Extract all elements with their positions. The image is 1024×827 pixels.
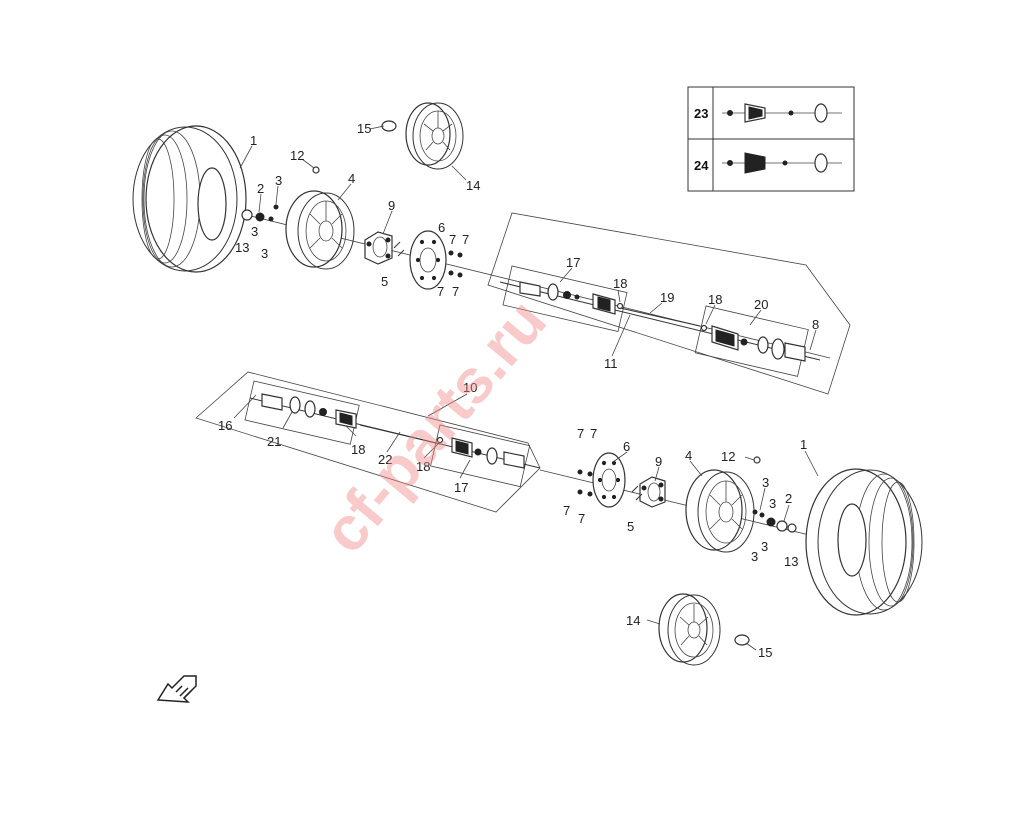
top-brake-disc — [409, 230, 447, 290]
bot-hub — [639, 476, 666, 508]
bot-washer-icon — [752, 509, 758, 515]
legend-box: 23 24 — [687, 86, 855, 192]
top-small-bolt-icon-2 — [457, 252, 463, 258]
bot-valve-icon — [753, 456, 761, 464]
callout-bot-tire: 1 — [800, 437, 807, 452]
top-tire — [132, 125, 247, 273]
callout-rear-clip-a: 18 — [351, 442, 365, 457]
callout-top-pin: 13 — [235, 240, 249, 255]
callout-bot-washer-b: 3 — [769, 496, 776, 511]
callout-top-spare-rim: 14 — [466, 178, 480, 193]
rear-drive-shaft — [249, 393, 541, 469]
callout-top-bolt-a: 7 — [449, 232, 456, 247]
callout-bot-bolt-d: 7 — [578, 511, 585, 526]
callout-rear-cv-outer: 21 — [267, 434, 281, 449]
callout-front-boot: 19 — [660, 290, 674, 305]
callout-rear-end: 16 — [218, 418, 232, 433]
top-washer-icon — [255, 212, 265, 222]
callout-bot-rim: 4 — [685, 448, 692, 463]
front-drive-shaft — [499, 281, 821, 362]
top-spare-rim — [405, 102, 464, 170]
top-valve-icon — [312, 166, 320, 174]
callout-front-shaft: 11 — [604, 356, 618, 371]
bot-small-bolt-icon — [577, 469, 583, 475]
rear-cv-inner-box — [430, 424, 531, 488]
callout-top-bolt-d: 7 — [452, 284, 459, 299]
callout-top-hub: 9 — [388, 198, 395, 213]
callout-front-cv-inner: 20 — [754, 297, 768, 312]
callout-rear-bar: 22 — [378, 452, 392, 467]
callout-rear-clip-b: 18 — [416, 459, 430, 474]
callout-rear-shaft: 10 — [463, 380, 477, 395]
top-washer-small-icon-2 — [273, 204, 279, 210]
callout-bot-spare-rim: 14 — [626, 613, 640, 628]
top-hub — [364, 231, 393, 265]
bot-washer-icon-2 — [759, 512, 765, 518]
callout-labels: 1 2 3 3 3 13 12 4 15 14 9 5 6 7 7 7 7 17… — [218, 121, 819, 660]
bot-small-bolt-icon-2 — [587, 471, 593, 477]
callout-top-rim: 4 — [348, 171, 355, 186]
legend-number-23: 23 — [694, 106, 708, 121]
callout-bot-nut: 2 — [785, 491, 792, 506]
callout-top-spare-cap: 15 — [357, 121, 371, 136]
callout-bot-bolt-b: 7 — [590, 426, 597, 441]
bot-rim — [685, 469, 755, 553]
callout-bot-bolt-a: 7 — [577, 426, 584, 441]
callout-top-valve: 12 — [290, 148, 304, 163]
callout-bot-disc: 6 — [623, 439, 630, 454]
callout-bot-washer-a: 3 — [762, 475, 769, 490]
callout-bot-washer-c: 3 — [761, 539, 768, 554]
callout-rear-cv-inner: 17 — [454, 480, 468, 495]
rear-shaft-outline — [195, 371, 541, 513]
callout-bot-bolt-c: 7 — [563, 503, 570, 518]
bot-spare-cap-icon — [734, 634, 750, 646]
callout-bot-bolts: 5 — [627, 519, 634, 534]
top-small-bolt-icon — [448, 250, 454, 256]
callout-top-bolts: 5 — [381, 274, 388, 289]
callout-front-cv-outer: 17 — [566, 255, 580, 270]
callout-top-washer-b: 3 — [251, 224, 258, 239]
callout-top-bolt-b: 7 — [462, 232, 469, 247]
callout-bot-spare-cap: 15 — [758, 645, 772, 660]
top-washer-small-icon — [268, 216, 274, 222]
leader-lines — [233, 125, 819, 651]
bot-small-bolt-icon-4 — [587, 491, 593, 497]
callout-bot-hub: 9 — [655, 454, 662, 469]
bot-pin-icon — [787, 523, 797, 533]
callout-top-nut: 2 — [257, 181, 264, 196]
legend-cv-kit-icon — [722, 103, 842, 123]
top-spare-cap-icon — [381, 120, 397, 132]
callout-top-washer-c: 3 — [261, 246, 268, 261]
bot-spare-rim — [658, 593, 721, 666]
callout-top-bolt-c: 7 — [437, 284, 444, 299]
callout-top-washer-a: 3 — [275, 173, 282, 188]
legend-number-24: 24 — [694, 158, 709, 173]
callout-bot-washer-d: 3 — [751, 549, 758, 564]
callout-top-tire: 1 — [250, 133, 257, 148]
callout-bot-pin: 13 — [784, 554, 798, 569]
callout-front-end: 8 — [812, 317, 819, 332]
top-small-bolt-icon-3 — [448, 270, 454, 276]
bot-brake-disc — [592, 452, 626, 508]
bot-bolt-icon-2 — [635, 493, 643, 501]
top-bolt-icon-2 — [397, 249, 405, 257]
callout-bot-valve: 12 — [721, 449, 735, 464]
callout-top-disc: 6 — [438, 220, 445, 235]
callout-front-clip-b: 18 — [708, 292, 722, 307]
top-nut-icon — [241, 209, 253, 221]
front-shaft-outline — [487, 212, 851, 395]
callout-front-clip-a: 18 — [613, 276, 627, 291]
top-small-bolt-icon-4 — [457, 272, 463, 278]
top-bolt-icon — [393, 241, 401, 249]
bot-tire — [805, 468, 923, 616]
bot-washer-icon-3 — [766, 517, 776, 527]
front-arrow-icon — [156, 675, 197, 703]
top-rim — [285, 190, 355, 270]
bot-bolt-icon — [631, 485, 639, 493]
bot-nut-icon — [776, 520, 788, 532]
bot-small-bolt-icon-3 — [577, 489, 583, 495]
legend-cv-kit-icon-2 — [722, 152, 842, 174]
